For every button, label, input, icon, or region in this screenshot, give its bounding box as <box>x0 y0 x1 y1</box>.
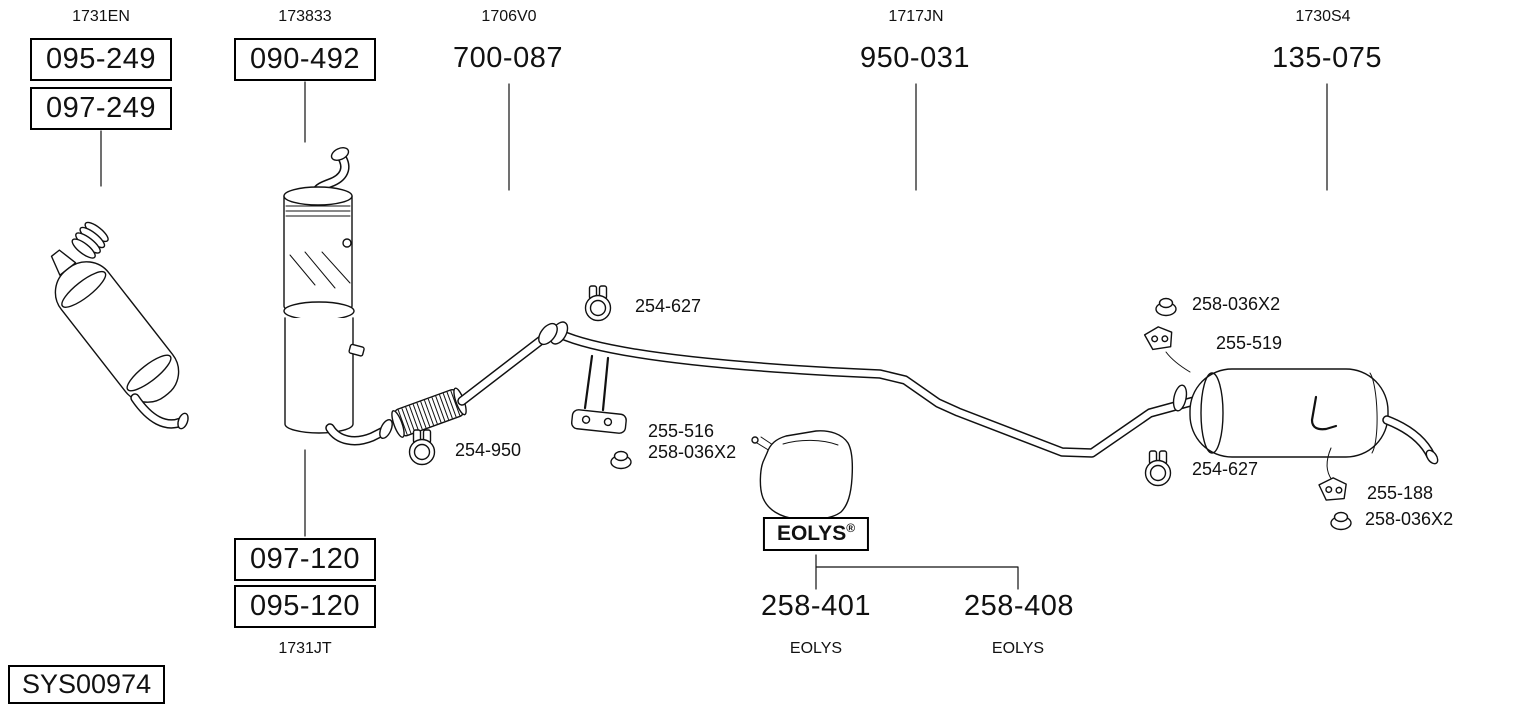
intermediate-pipe-drawing <box>549 321 1210 458</box>
part-number[interactable]: 258-408 <box>964 590 1074 622</box>
callout-part-number[interactable]: 254-950 <box>455 440 522 460</box>
callout-part-number[interactable]: 258-036X2 <box>648 442 737 462</box>
nut-icon <box>1155 297 1177 317</box>
callout-part-number[interactable]: 254-627 <box>1192 459 1259 479</box>
part-number-boxed[interactable]: 097-120 <box>234 538 376 582</box>
eolys-tank-drawing <box>751 430 854 521</box>
group-ref-label: 1706V0 <box>481 8 537 25</box>
nut-icon <box>610 450 632 470</box>
group-ref-label: 1731EN <box>72 8 130 25</box>
group-ref-label: 1731JT <box>278 640 332 657</box>
eolys-additive-box: EOLYS® <box>762 517 870 552</box>
part-number-boxed[interactable]: 095-249 <box>30 38 172 82</box>
group-ref-label: 1730S4 <box>1295 8 1351 25</box>
callout-part-number[interactable]: 255-516 <box>648 421 715 441</box>
eolys-label: EOLYS <box>776 522 847 545</box>
rear-muffler-drawing <box>1165 351 1439 481</box>
clamp-icon <box>1144 450 1172 487</box>
callout-part-number[interactable]: 255-188 <box>1367 483 1434 503</box>
nut-icon <box>1330 511 1352 531</box>
callout-part-number[interactable]: 258-036X2 <box>1192 294 1281 314</box>
part-number[interactable]: 700-087 <box>453 42 563 74</box>
callout-part-number[interactable]: 254-627 <box>635 296 702 316</box>
part-number-boxed[interactable]: 090-492 <box>234 38 376 82</box>
bracket-icon <box>1317 475 1349 503</box>
group-ref-label: 1717JN <box>888 8 944 25</box>
part-number[interactable]: 950-031 <box>860 42 970 74</box>
callout-part-number[interactable]: 258-036X2 <box>1365 509 1454 529</box>
group-ref-label: 173833 <box>278 8 332 25</box>
callout-part-number[interactable]: 255-519 <box>1216 333 1283 353</box>
mid-hanger-drawing <box>570 354 627 434</box>
part-number[interactable]: 258-401 <box>761 590 871 622</box>
clamp-icon <box>584 285 612 322</box>
leader-lines <box>100 81 1328 590</box>
dpf-catalyst-drawing <box>283 147 393 446</box>
part-number[interactable]: 135-075 <box>1272 42 1382 74</box>
part-number-boxed[interactable]: 095-120 <box>234 585 376 629</box>
registered-mark: ® <box>846 521 856 535</box>
eolys-caption: EOLYS <box>991 640 1045 657</box>
bracket-icon <box>1142 323 1176 353</box>
eolys-caption: EOLYS <box>789 640 843 657</box>
front-catalyst-drawing <box>50 221 189 430</box>
part-number-boxed[interactable]: 097-249 <box>30 87 172 131</box>
system-id-badge: SYS00974 <box>8 665 166 705</box>
clamp-icon <box>408 429 436 466</box>
flex-pipe-drawing <box>391 322 558 438</box>
